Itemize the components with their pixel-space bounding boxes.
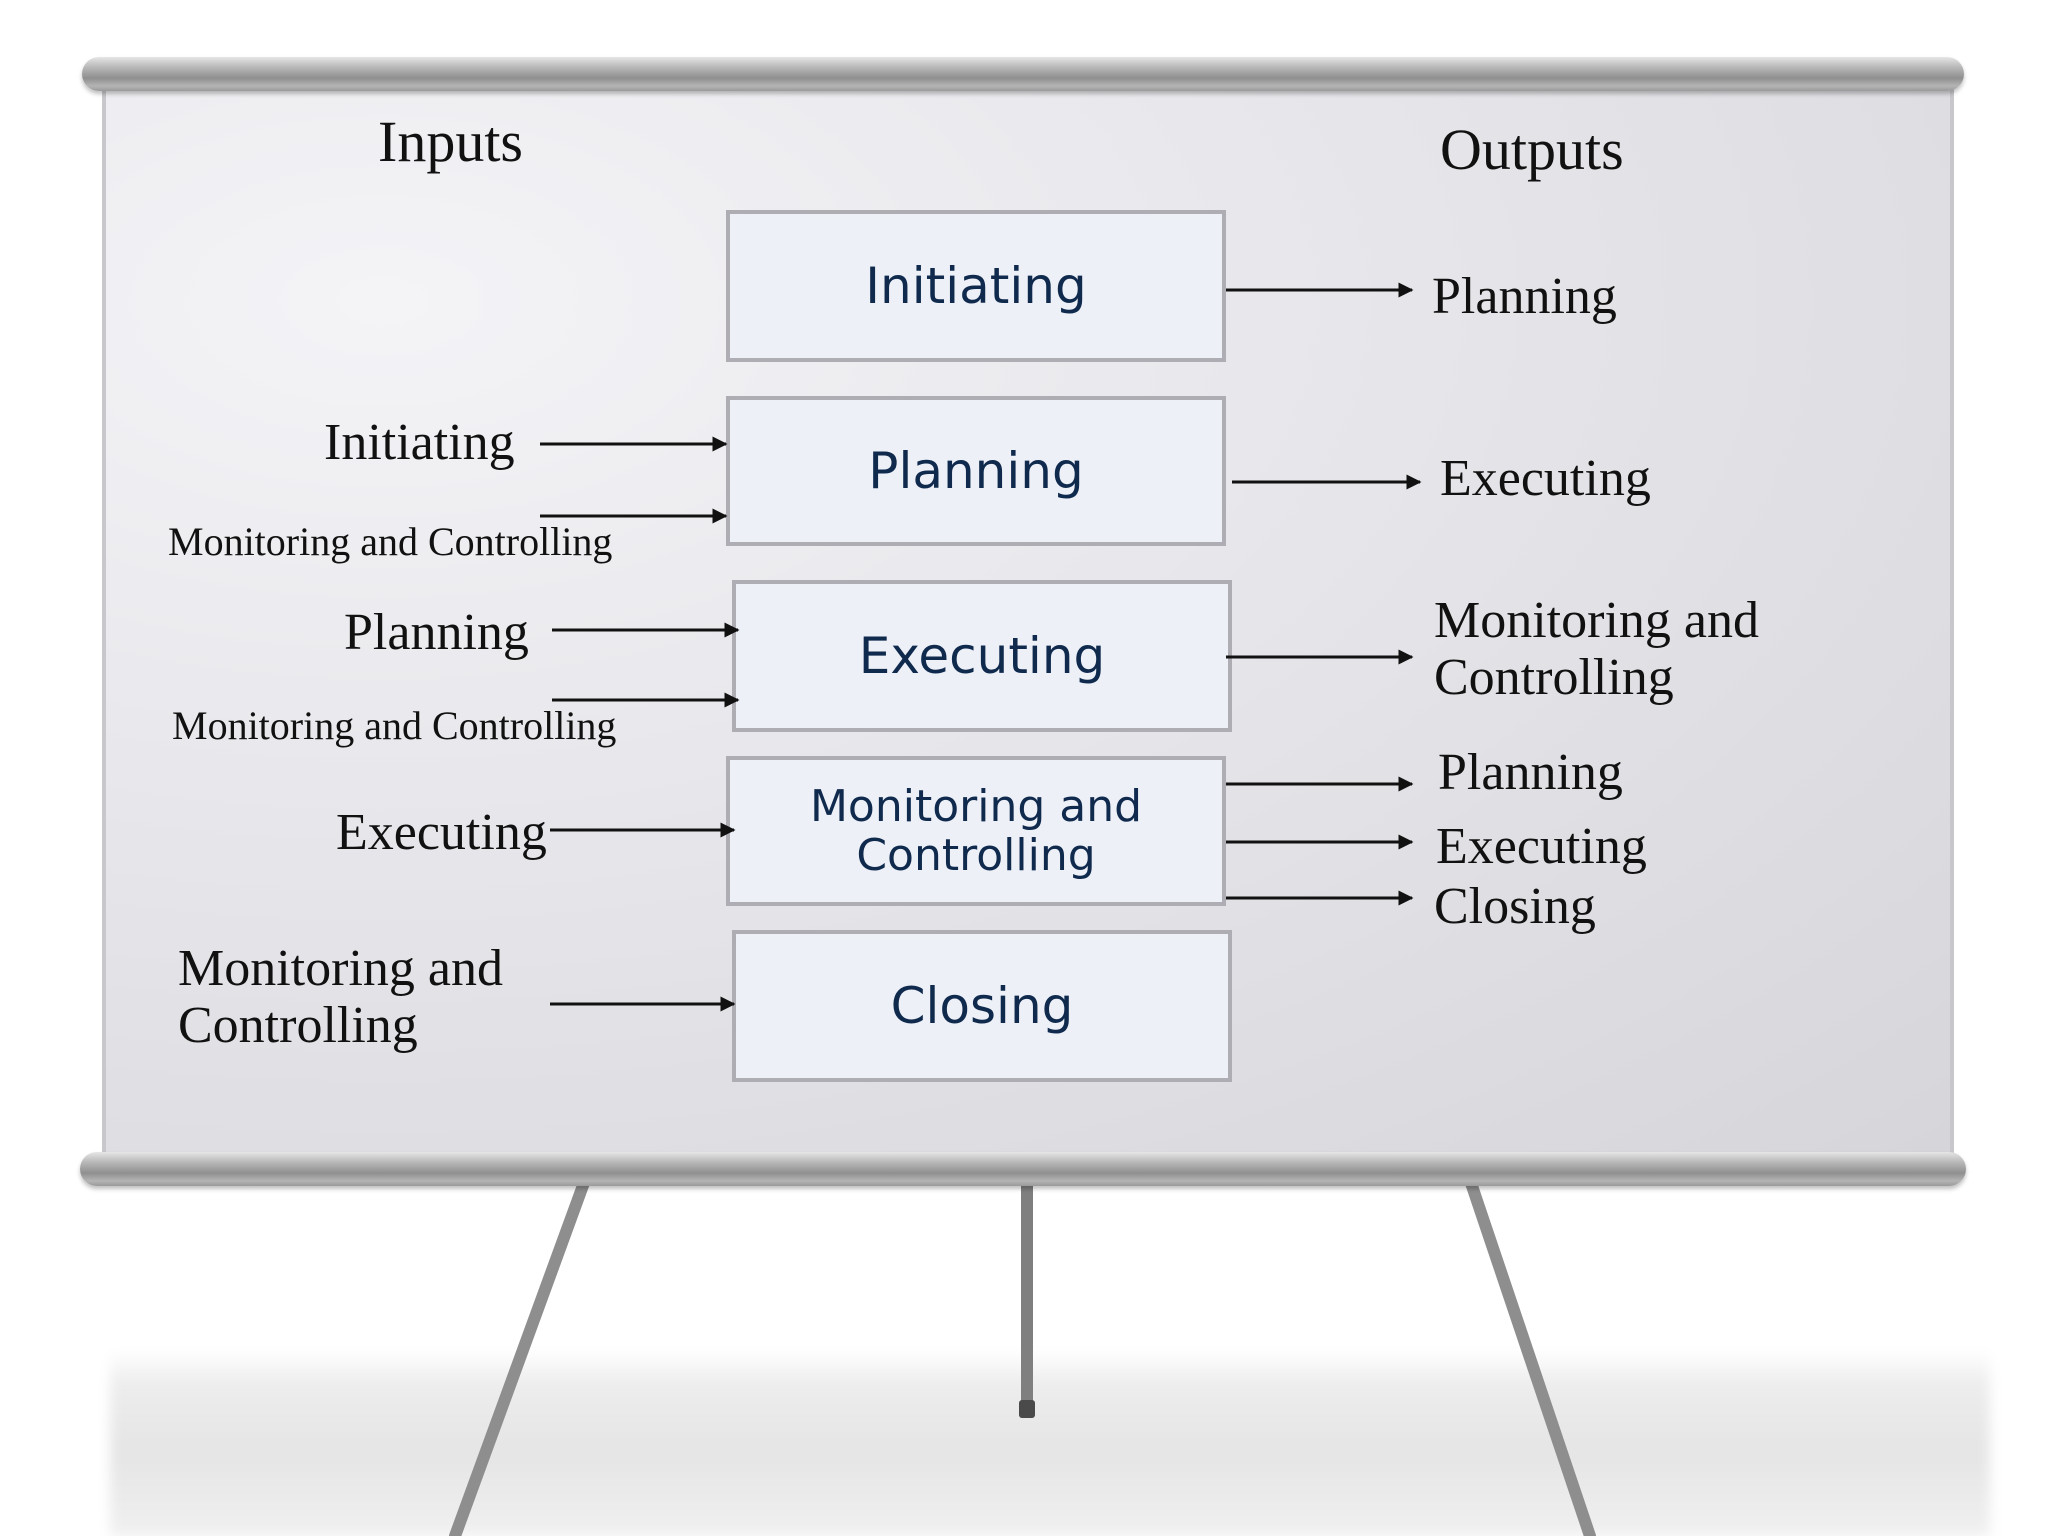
box-planning: Planning (726, 396, 1226, 546)
box-closing-label: Closing (890, 977, 1074, 1035)
floor-shadow (110, 1350, 1990, 1536)
inputs-heading: Inputs (378, 109, 523, 174)
output-label-planning-from-monitoring: Planning (1438, 744, 1623, 801)
box-initiating-label: Initiating (865, 257, 1087, 315)
input-label-monitoring-to-executing: Monitoring and Controlling (172, 703, 617, 748)
outputs-heading: Outputs (1440, 117, 1624, 182)
input-label-monitoring-line1: Monitoring and (178, 940, 503, 997)
easel-left-leg (449, 1174, 591, 1536)
input-label-planning: Planning (344, 604, 529, 661)
output-label-monitoring-from-executing: Monitoring and Controlling (1434, 592, 1759, 706)
box-planning-label: Planning (868, 442, 1084, 500)
board-top-rod (82, 57, 1964, 91)
box-initiating: Initiating (726, 210, 1226, 362)
box-closing: Closing (732, 930, 1232, 1082)
input-label-initiating: Initiating (324, 414, 515, 471)
input-label-monitoring-line2: Controlling (178, 997, 418, 1055)
output-label-closing: Closing (1434, 878, 1596, 935)
output-label-planning-from-initiating: Planning (1432, 268, 1617, 325)
output-label-executing-from-planning: Executing (1440, 450, 1651, 507)
input-label-executing: Executing (336, 804, 547, 861)
easel-center-foot (1019, 1400, 1035, 1418)
box-monitoring-line2: Controlling (856, 830, 1096, 881)
box-monitoring-label: Monitoring and Controlling (810, 782, 1142, 881)
input-label-monitoring-to-closing: Monitoring and Controlling (178, 940, 503, 1054)
box-monitoring-line1: Monitoring and (809, 780, 1143, 832)
output-label-executing-from-monitoring: Executing (1436, 818, 1647, 875)
output-label-monitoring-line1: Monitoring and (1434, 592, 1759, 649)
easel-right-leg (1464, 1174, 1596, 1536)
input-label-monitoring-to-planning: Monitoring and Controlling (168, 519, 613, 564)
output-label-monitoring-line2: Controlling (1434, 649, 1674, 707)
board-bottom-rod (80, 1152, 1966, 1186)
box-executing: Executing (732, 580, 1232, 732)
box-executing-label: Executing (858, 627, 1106, 685)
box-monitoring-controlling: Monitoring and Controlling (726, 756, 1226, 906)
